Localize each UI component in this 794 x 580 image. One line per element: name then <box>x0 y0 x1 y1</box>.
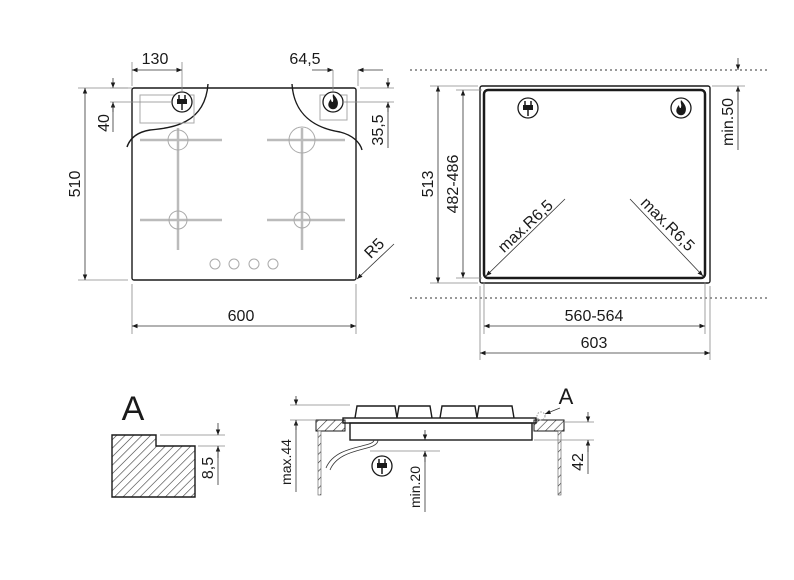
plug-icon <box>171 91 193 113</box>
grates <box>140 126 345 250</box>
burner <box>288 126 316 154</box>
dim-corner-radius-left: max.R6,5 <box>495 197 557 256</box>
knobs <box>209 258 279 270</box>
worktop-left <box>315 419 346 432</box>
knob <box>209 258 221 270</box>
dim-plug-offset-y: 40 <box>96 114 113 132</box>
dim-gas-offset-x: 64,5 <box>289 51 320 68</box>
dim-outer-width: 603 <box>581 335 608 352</box>
dim-corner-radius: R5 <box>362 236 389 263</box>
side-grates <box>354 405 515 419</box>
dim-outer-depth: 513 <box>420 171 437 198</box>
dim-min-clearance: min.20 <box>407 466 423 508</box>
plug-icon <box>517 97 539 119</box>
cutout-outline <box>482 88 707 280</box>
flame-icon <box>670 97 692 119</box>
detail-a-marker: A <box>559 384 574 409</box>
worktop-right <box>533 419 565 432</box>
cable <box>325 439 379 471</box>
hob-outline <box>131 87 357 281</box>
dim-plug-offset-x: 130 <box>142 51 169 68</box>
dim-gas-offset-y: 35,5 <box>370 114 387 145</box>
burner <box>167 129 189 151</box>
detail-a-label: A <box>122 390 145 428</box>
burner <box>293 211 311 229</box>
hob-top-plate <box>342 417 537 424</box>
dim-min-wall-distance: min.50 <box>720 98 737 146</box>
cutout-view: max.R6,5 max.R6,5 513 482-486 min.50 560… <box>410 58 770 360</box>
worktop-section <box>111 434 196 498</box>
dim-step-height: 8,5 <box>200 457 217 479</box>
flame-icon <box>322 91 344 113</box>
dim-cutout-depth: 482-486 <box>445 155 462 214</box>
dim-depth: 510 <box>67 171 84 198</box>
detail-a: A 8,5 <box>111 390 225 498</box>
dim-corner-radius-right: max.R6,5 <box>637 195 698 256</box>
hob-top-view: 130 64,5 40 35,5 510 600 R5 <box>67 51 395 334</box>
plug-icon <box>371 455 393 477</box>
dim-width: 600 <box>228 308 255 325</box>
knob <box>228 258 240 270</box>
hob-body <box>349 422 533 441</box>
side-view: A max.44 min.20 42 <box>278 384 594 512</box>
dim-max-height: max.44 <box>278 439 294 485</box>
knob <box>248 258 260 270</box>
dim-cutout-width: 560-564 <box>565 308 624 325</box>
outer-outline <box>479 85 711 284</box>
knob <box>267 258 279 270</box>
burner <box>168 210 188 230</box>
dim-body-height: 42 <box>570 453 587 471</box>
